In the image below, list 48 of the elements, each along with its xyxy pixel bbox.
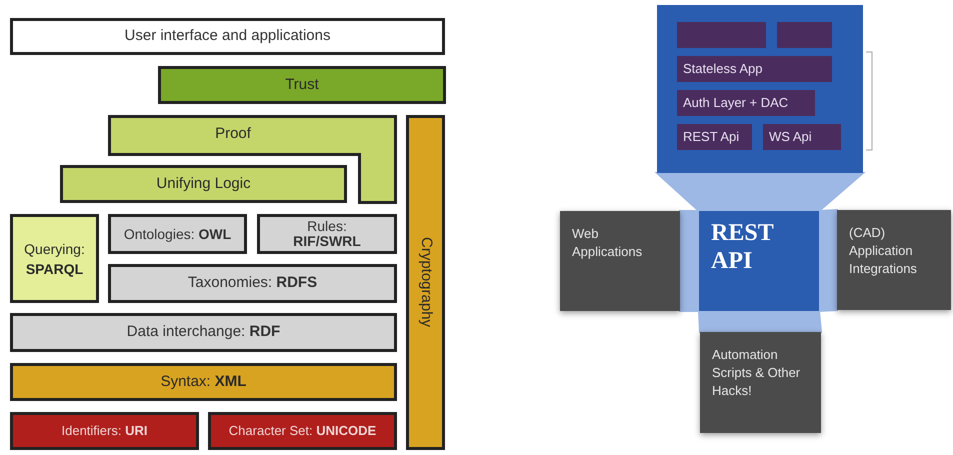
layer-label: Ontologies: OWL xyxy=(124,226,232,242)
component-box xyxy=(677,22,766,48)
layer-bar xyxy=(60,165,347,203)
component-label: Auth Layer + DAC xyxy=(683,94,788,112)
layer-box xyxy=(108,214,247,254)
connector-wedge xyxy=(698,310,822,333)
layer-bar xyxy=(108,264,397,303)
connector-wedge xyxy=(679,210,700,312)
layer-label: User interface and applications xyxy=(124,26,330,46)
layer-label: Trust xyxy=(285,74,319,95)
connector-wedge xyxy=(818,208,838,312)
layer-box xyxy=(10,214,99,303)
layer-bar xyxy=(208,412,397,450)
layer-bar xyxy=(10,313,397,352)
client-box xyxy=(700,332,821,433)
api-box xyxy=(699,211,819,311)
component-label: WS Api xyxy=(769,128,812,146)
client-box xyxy=(560,211,680,311)
component-box xyxy=(677,124,752,150)
layer-label: Syntax: XML xyxy=(160,372,246,392)
api-label: REST API xyxy=(711,219,774,275)
client-label: (CAD) Application Integrations xyxy=(849,224,918,278)
layer-label: Rules: RIF/SWRL xyxy=(292,219,362,249)
layer-bar xyxy=(10,412,199,450)
client-label: Automation Scripts & Other Hacks! xyxy=(712,346,802,400)
layer-label: Taxonomies: RDFS xyxy=(188,273,318,294)
client-box xyxy=(837,210,951,310)
connector-wedge xyxy=(656,172,864,212)
layer-label: Identifiers: URI xyxy=(62,422,148,440)
component-box xyxy=(777,22,832,48)
vertical-bar xyxy=(406,115,445,450)
layer-label: Proof xyxy=(214,124,252,144)
layer-bar xyxy=(10,18,445,55)
layer-label: Character Set: UNICODE xyxy=(228,422,376,440)
component-box xyxy=(763,124,841,150)
layer-label: Data interchange: RDF xyxy=(126,322,280,342)
layer-bar xyxy=(158,66,446,104)
component-label: Stateless App xyxy=(683,60,762,78)
server-panel xyxy=(657,5,863,173)
client-label: Web Applications xyxy=(572,225,644,261)
layer-box xyxy=(257,214,397,254)
layer-label: Querying: SPARQL xyxy=(23,240,86,278)
layer-label: Unifying Logic xyxy=(156,174,251,194)
component-label: REST Api xyxy=(683,128,740,146)
component-box xyxy=(677,56,832,82)
component-box xyxy=(677,90,815,116)
layer-label: Cryptography xyxy=(416,237,436,328)
layer-bar xyxy=(10,363,397,401)
